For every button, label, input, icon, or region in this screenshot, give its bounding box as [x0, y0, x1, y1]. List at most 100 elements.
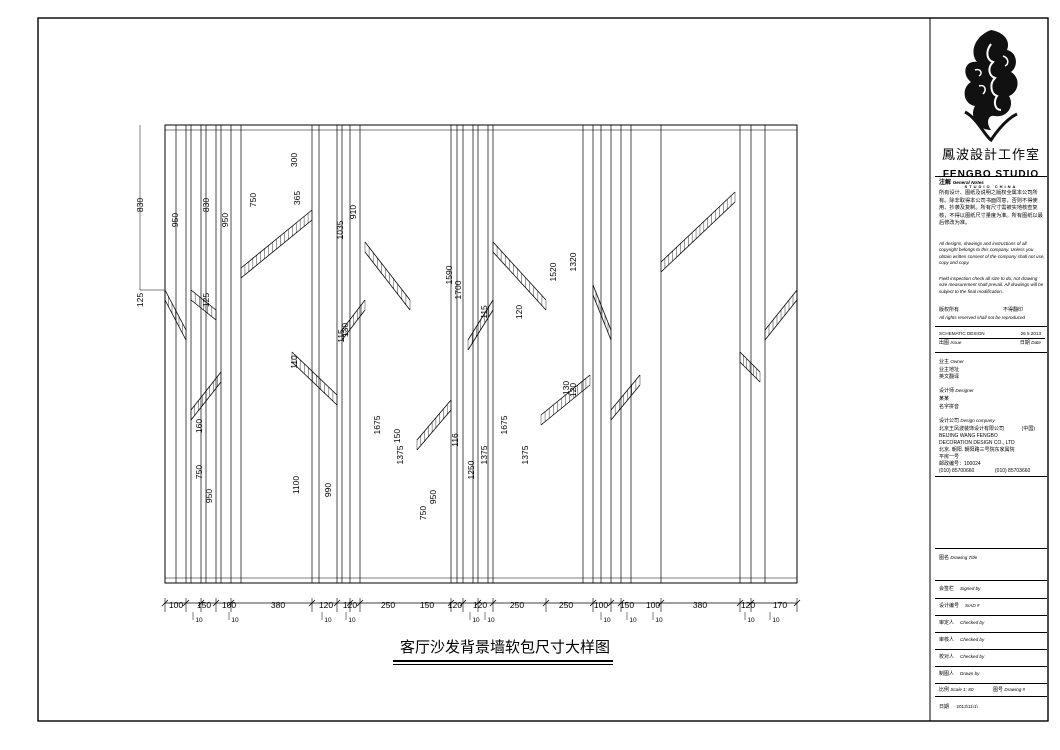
dimension-label: 120 [319, 600, 333, 610]
dimension-tick [197, 599, 205, 607]
dimension-sub-label: 10 [772, 617, 780, 624]
wall-outline [164, 124, 798, 584]
dimension-label: 1035 [335, 220, 345, 239]
dimension-label: 150 [420, 600, 434, 610]
hatch-strip [764, 289, 798, 341]
dimension-tick [542, 599, 550, 607]
dimension-label: 120 [448, 600, 462, 610]
sheet-border [37, 17, 1049, 722]
dimension-tick [161, 599, 169, 607]
dimension-label: 1590 [444, 265, 454, 284]
dimension-label: 120 [343, 600, 357, 610]
dimension-sub-label: 10 [195, 617, 203, 624]
dimension-label: 250 [510, 600, 524, 610]
hatch-strip [492, 241, 547, 311]
dimension-label: 120 [568, 383, 578, 397]
dimension-tick [356, 599, 364, 607]
dimension-label: 750 [248, 193, 258, 207]
hatch-strip [341, 299, 366, 341]
rights-en: All rights reserved shall not be reprodu… [939, 315, 1026, 320]
dimension-sub-label: 10 [324, 617, 332, 624]
dimension-tick [489, 599, 497, 607]
dimension-tick [589, 599, 597, 607]
vertical-dimensions: 8309501258309501257503003651035910115130… [135, 125, 578, 520]
dimension-label: 750 [418, 506, 428, 520]
company-name-en2: DECORATION DESIGN CO., LTD [939, 440, 1015, 446]
dimension-tick [793, 599, 801, 607]
hatch-strip [190, 371, 222, 421]
dimension-label: 100 [594, 600, 608, 610]
dimension-sub-label: 10 [603, 617, 611, 624]
dimension-tick [447, 599, 455, 607]
date-row: 日期 2013\11\1\ [939, 704, 978, 710]
dimension-label: 380 [271, 600, 285, 610]
company-name-cn: 北京王凤波装饰设计有限公司(中国) [939, 426, 1035, 432]
dimension-sub-label: 10 [487, 617, 495, 624]
company-postcode: 邮政编号：100024 [939, 461, 981, 467]
dimension-label: 300 [289, 153, 299, 167]
hatch-strip [467, 299, 494, 351]
hatch-strip [592, 284, 612, 341]
dimension-label: 1250 [466, 460, 476, 479]
company-phones: (010) 85700660(010) 85703660 [939, 468, 1031, 474]
hatch-strip [610, 374, 641, 421]
company-label: 设计公司 Design company [939, 418, 995, 424]
brand-name-en: FENGBO STUDIO [942, 169, 1040, 180]
dimension-label: 115 [336, 329, 346, 343]
hatch-strip [164, 289, 187, 341]
hatch-strip [416, 399, 452, 451]
dimension-label: 120 [741, 600, 755, 610]
dimension-label: 150 [392, 429, 402, 443]
owner-label: 业主 Owner [939, 359, 964, 365]
dimension-label: 150 [197, 600, 211, 610]
designer-label: 设计师 Designer [939, 388, 974, 394]
dimension-sub-label: 10 [655, 617, 663, 624]
brand-name-cn: 鳳波設計工作室 [941, 147, 1040, 162]
hatch-strip [291, 351, 338, 406]
hatch-strip [660, 191, 736, 273]
dimension-label: 950 [428, 490, 438, 504]
dimension-label: 1675 [372, 415, 382, 434]
dimension-label: 116 [450, 433, 460, 447]
dimension-label: 170 [773, 600, 787, 610]
dimension-label: 750 [194, 465, 204, 479]
company-address-2: 平房一号 [939, 454, 960, 460]
dimension-tick [459, 599, 467, 607]
designer-pinyin: 名字拼音 [939, 404, 960, 410]
company-address-1: 北京. 朝阳. 朝阳路三号院东家属院 [939, 447, 1015, 453]
dimension-sub-label: 10 [472, 617, 480, 624]
dimension-tick [346, 599, 354, 607]
drawing-title: 客厅沙发背景墙软包尺寸大样图 [399, 639, 610, 656]
dimension-label: 830 [201, 198, 211, 212]
dimension-label: 100 [169, 600, 183, 610]
dimension-tick [607, 599, 615, 607]
rights-cn: 版权所有不得翻印 [939, 307, 1024, 313]
panel-lines [175, 125, 766, 583]
notes-cn: 所有设计、图纸及说明之版权全属本公司所有。除非取得本公司书面同意，否则不得使用、… [939, 190, 1043, 226]
phoenix-logo-icon [964, 30, 1018, 143]
dimension-sub-label: 10 [747, 617, 755, 624]
owner-translation: 英文翻译 [939, 374, 960, 380]
hatch-regions [164, 191, 798, 451]
dimension-label: 365 [292, 191, 302, 205]
dimension-sub-label: 10 [348, 617, 356, 624]
dimension-label: 1375 [395, 445, 405, 464]
dimension-label: 150 [620, 600, 634, 610]
dimension-tick [617, 599, 625, 607]
hatch-strip [540, 374, 591, 426]
dimension-label: 130 [340, 323, 350, 337]
dimension-label: 1375 [520, 445, 530, 464]
dimension-label: 100 [222, 600, 236, 610]
dimension-label: 110 [289, 355, 299, 369]
drawing-title-label: 图名 Drawing Title [939, 555, 978, 561]
dimension-tick [308, 599, 316, 607]
title-underline [393, 660, 613, 662]
dimension-label: 1520 [548, 262, 558, 281]
dimension-tick [227, 599, 235, 607]
